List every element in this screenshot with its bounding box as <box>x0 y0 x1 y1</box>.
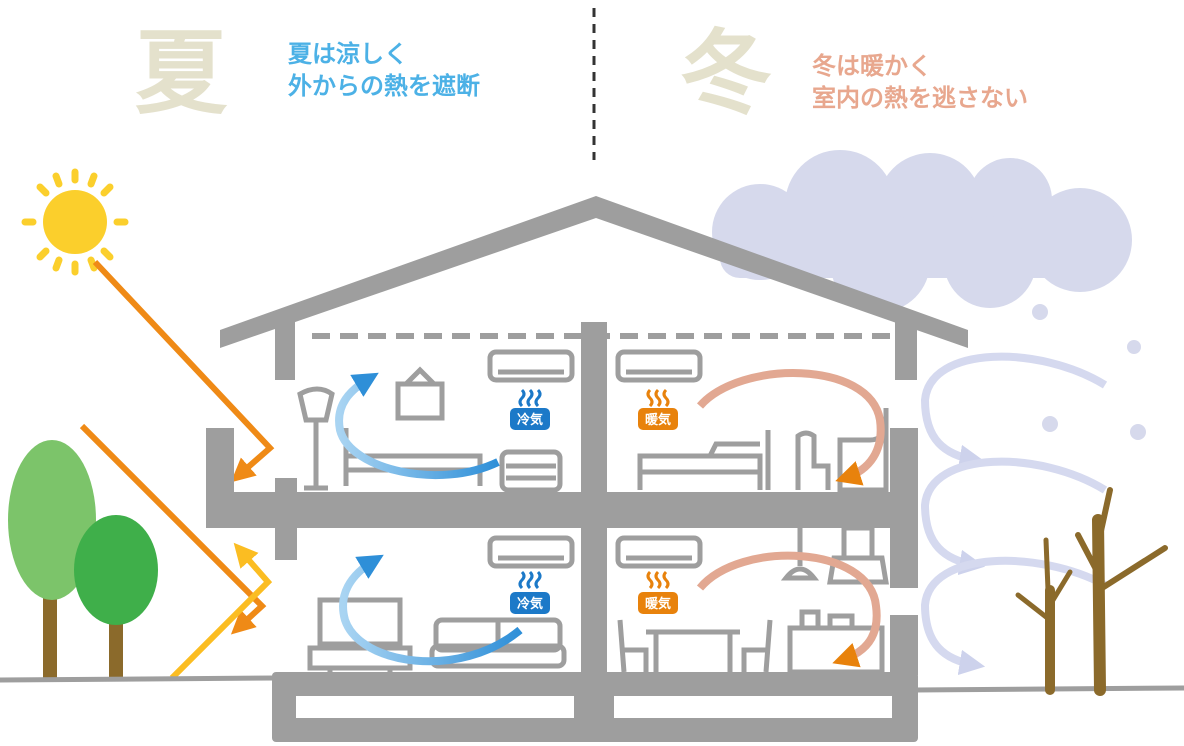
ac-unit-upper-left <box>487 349 575 383</box>
winter-bare-trees <box>1015 487 1168 696</box>
wall-picture <box>395 366 445 421</box>
floor-lamp-upper <box>297 386 335 491</box>
warm-air-tag-lower: 暖気 <box>638 570 678 614</box>
summer-kanji: 夏 <box>135 20 228 127</box>
warm-air-tag-upper: 暖気 <box>638 388 678 430</box>
bed-upper-right <box>637 430 771 490</box>
dresser-upper <box>499 449 563 493</box>
sunlight-arrow-middle <box>79 423 267 635</box>
sunlight-arrow-lower <box>169 542 273 681</box>
ac-unit-lower-left <box>487 535 575 569</box>
house <box>206 196 968 742</box>
summer-tree-right <box>74 515 158 680</box>
dining-chair-left <box>617 619 649 673</box>
chair-upper-right <box>795 430 831 490</box>
winter-caption-line2: 室内の熱を逃さない <box>812 84 1028 112</box>
warm-air-label-upper: 暖気 <box>645 412 671 428</box>
foundation-hollows <box>296 696 892 718</box>
warm-air-swirl-lower <box>696 551 881 668</box>
kitchen-counter <box>787 609 885 675</box>
winter-kanji: 冬 <box>680 20 773 127</box>
ground-left <box>0 675 276 683</box>
cool-air-label-lower: 冷気 <box>517 596 543 612</box>
summer-caption-line1: 夏は涼しく <box>288 40 408 68</box>
snow-dots <box>1032 304 1146 440</box>
cloud-icon <box>712 150 1132 312</box>
cool-air-swirl-lower <box>339 554 523 666</box>
winter-caption: 冬は暖かく 室内の熱を逃さない <box>812 50 1028 114</box>
cool-air-tag-upper: 冷気 <box>510 388 550 430</box>
warm-air-swirl-upper <box>696 369 885 486</box>
summer-tree-left <box>8 440 96 680</box>
summer-caption: 夏は涼しく 外からの熱を遮断 <box>288 38 480 102</box>
cool-air-tag-lower: 冷気 <box>510 570 550 614</box>
cool-air-swirl-upper <box>335 372 500 480</box>
winter-caption-line1: 冬は暖かく <box>812 52 932 80</box>
warm-air-label-lower: 暖気 <box>645 596 671 612</box>
cold-wind-swirls <box>920 352 1108 676</box>
ac-unit-upper-right <box>615 349 703 383</box>
range-hood <box>827 525 889 585</box>
dining-table <box>646 629 740 672</box>
sunlight-arrow-upper <box>92 259 275 483</box>
cool-air-label-upper: 冷気 <box>517 412 543 428</box>
summer-caption-line2: 外からの熱を遮断 <box>288 72 480 100</box>
ac-unit-lower-right <box>615 535 703 569</box>
sun-icon <box>21 168 129 276</box>
dining-chair-right <box>741 619 773 673</box>
